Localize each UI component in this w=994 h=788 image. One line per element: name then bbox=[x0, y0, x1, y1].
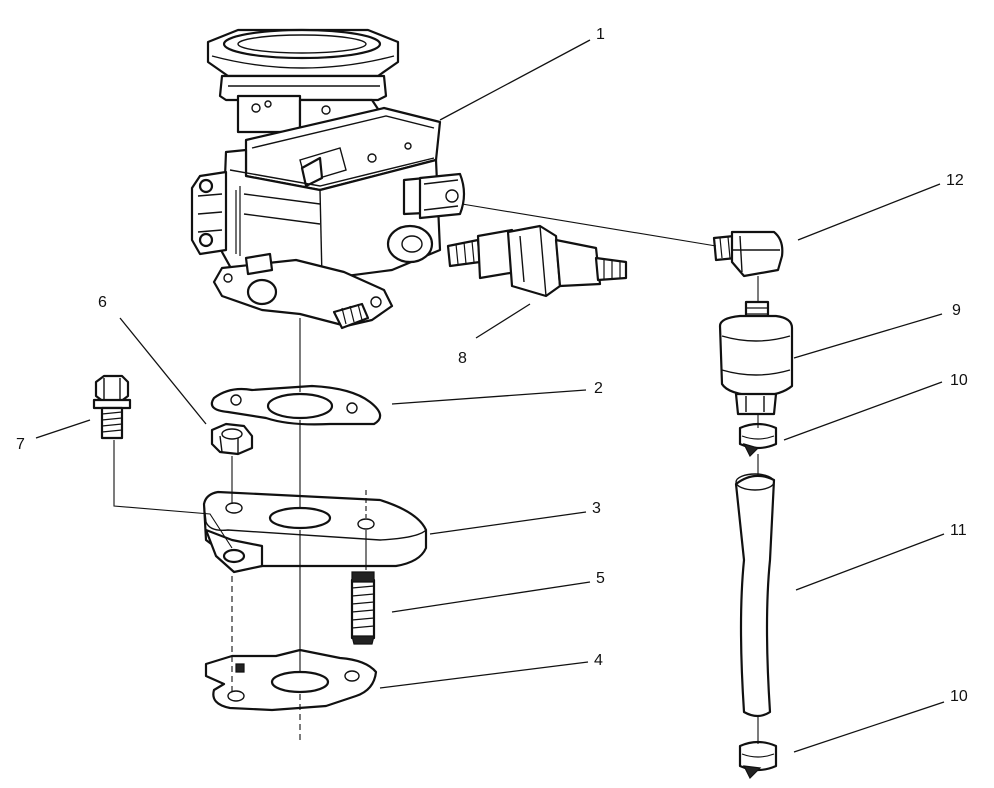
elbow-fitting bbox=[712, 230, 784, 278]
callout-10-lower: 10 bbox=[950, 688, 968, 705]
callout-6: 6 bbox=[98, 294, 107, 311]
hose-clamp-lower bbox=[738, 740, 778, 780]
callout-2: 2 bbox=[594, 380, 603, 397]
callout-7: 7 bbox=[16, 436, 25, 453]
bolt bbox=[92, 374, 132, 440]
spacer-plate bbox=[202, 490, 428, 574]
lower-gasket bbox=[204, 648, 378, 712]
callout-10-upper: 10 bbox=[950, 372, 968, 389]
assembly-lines bbox=[113, 203, 759, 744]
leader-lines bbox=[35, 39, 945, 753]
nut bbox=[210, 422, 254, 456]
sensor bbox=[446, 224, 628, 298]
upper-gasket bbox=[210, 384, 382, 426]
throttle-body bbox=[190, 28, 466, 330]
callout-1: 1 bbox=[596, 26, 605, 43]
callout-4: 4 bbox=[594, 652, 603, 669]
callout-5: 5 bbox=[596, 570, 605, 587]
callout-8: 8 bbox=[458, 350, 467, 367]
callout-3: 3 bbox=[592, 500, 601, 517]
hose-clamp-upper bbox=[738, 422, 778, 458]
callout-11: 11 bbox=[950, 522, 967, 539]
fuel-hose bbox=[734, 473, 776, 718]
callout-12: 12 bbox=[946, 172, 964, 189]
callout-9: 9 bbox=[952, 302, 961, 319]
fuel-filter bbox=[718, 300, 794, 416]
stud bbox=[350, 571, 376, 645]
